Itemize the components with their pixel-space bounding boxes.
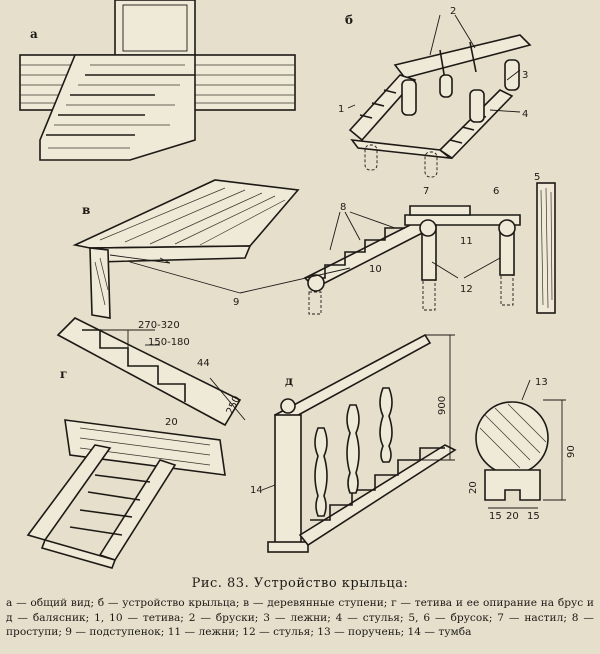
callout-1: 1 [338, 104, 344, 115]
panel-label-v: в [82, 203, 90, 217]
dim-90: 90 [566, 445, 577, 458]
dim-44: 44 [197, 358, 210, 369]
panel-label-b: б [345, 13, 353, 27]
panel-label-d: д [285, 374, 293, 388]
callout-5: 5 [534, 172, 540, 183]
dim-20: 20 [165, 417, 178, 428]
figure-caption: Рис. 83. Устройство крыльца: [191, 576, 409, 591]
callout-8: 8 [340, 202, 346, 213]
panel-b-porch-framing: б 2 3 4 1 [338, 6, 532, 178]
panel-label-g: г [60, 367, 67, 381]
callout-10: 10 [369, 264, 382, 275]
callout-12: 12 [460, 284, 473, 295]
panel-label-a: а [30, 27, 38, 41]
dim-900: 900 [437, 396, 448, 415]
callout-9: 9 [233, 297, 239, 308]
callout-3: 3 [522, 70, 528, 81]
callout-6: 6 [493, 186, 499, 197]
callout-14: 14 [250, 485, 263, 496]
porch-construction-drawing: а б 2 3 4 1 [19, 0, 577, 569]
callout-4: 4 [522, 109, 528, 120]
dim-tread: 270-320 [138, 320, 180, 331]
dim-15-left: 15 [489, 511, 502, 522]
panel-g-stringer: 270-320 150-180 44 250 20 г [26, 317, 246, 569]
dim-riser: 150-180 [148, 337, 190, 348]
callout-13: 13 [535, 377, 548, 388]
panel-v-wooden-steps: в 9 8 10 7 6 5 11 12 [72, 172, 556, 319]
callout-2: 2 [450, 6, 456, 17]
figure-legend: а — общий вид; б — устройство крыльца; в… [6, 597, 594, 639]
dim-15-right: 15 [527, 511, 540, 522]
dim-20-bottom: 20 [506, 511, 519, 522]
panel-a-general-view: а [19, 0, 296, 161]
dim-20-vertical: 20 [468, 481, 479, 494]
callout-7: 7 [423, 186, 429, 197]
panel-d-railing: 900 14 д 13 90 20 15 20 15 [250, 333, 577, 553]
callout-11: 11 [460, 236, 473, 247]
balusters [314, 387, 393, 517]
